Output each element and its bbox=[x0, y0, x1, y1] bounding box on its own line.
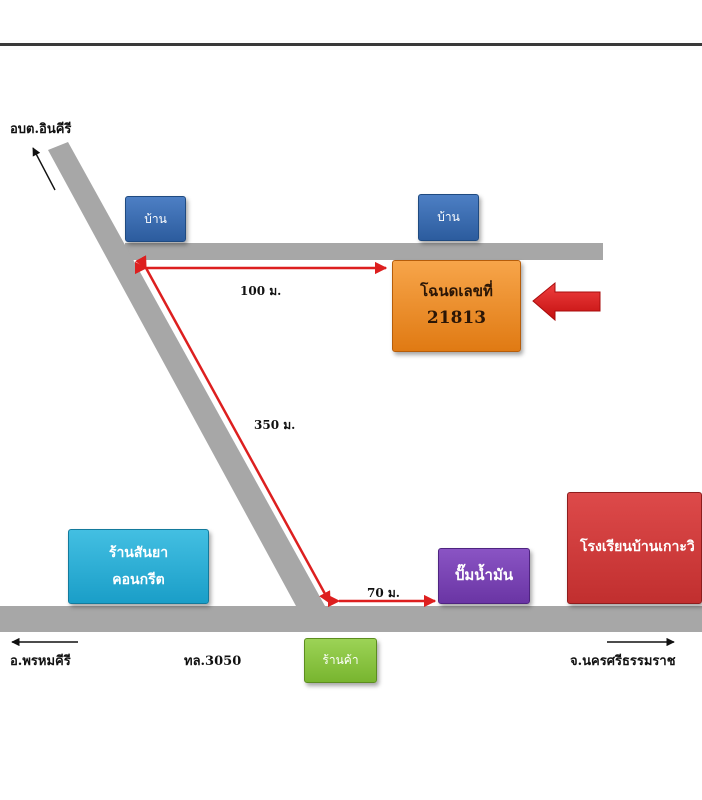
house-right-label: บ้าน bbox=[437, 210, 460, 225]
route-diagonal bbox=[135, 255, 332, 605]
west-direction-label: อ.พรหมคีรี bbox=[10, 654, 71, 669]
main-road bbox=[0, 606, 702, 632]
land-deed-marker: โฉนดเลขที่ 21813 bbox=[392, 260, 521, 352]
north-arrow-icon bbox=[32, 147, 56, 191]
house-right-marker: บ้าน bbox=[418, 194, 479, 241]
pointer-arrow-icon bbox=[532, 281, 601, 322]
school-marker: โรงเรียนบ้านเกาะวิ bbox=[567, 492, 702, 604]
gas-station-marker: ปั๊มน้ำมัน bbox=[438, 548, 530, 604]
deed-title: โฉนดเลขที่ bbox=[420, 281, 493, 300]
shop-marker: ร้านค้า bbox=[304, 638, 377, 683]
concrete-shop-line2: คอนกรีต bbox=[112, 571, 165, 588]
concrete-shop-marker: ร้านสันยา คอนกรีต bbox=[68, 529, 209, 604]
road-name-label: ทล.3050 bbox=[184, 654, 242, 669]
distance-bottom-label: 70 ม. bbox=[367, 586, 400, 600]
deed-number: 21813 bbox=[426, 308, 487, 329]
shop-label: ร้านค้า bbox=[322, 653, 359, 668]
house-left-marker: บ้าน bbox=[125, 196, 186, 242]
gas-station-label: ปั๊มน้ำมัน bbox=[454, 566, 514, 585]
top-road bbox=[125, 243, 603, 260]
house-left-label: บ้าน bbox=[144, 211, 167, 226]
school-label: โรงเรียนบ้านเกาะวิ bbox=[580, 539, 695, 556]
distance-diagonal-label: 350 ม. bbox=[254, 418, 296, 432]
east-direction-label: จ.นครศรีธรรมราช bbox=[570, 654, 676, 669]
top-divider bbox=[0, 43, 702, 46]
distance-top-label: 100 ม. bbox=[240, 284, 282, 298]
north-direction-label: อบต.อินคีรี bbox=[10, 122, 72, 137]
concrete-shop-line1: ร้านสันยา bbox=[108, 544, 169, 561]
